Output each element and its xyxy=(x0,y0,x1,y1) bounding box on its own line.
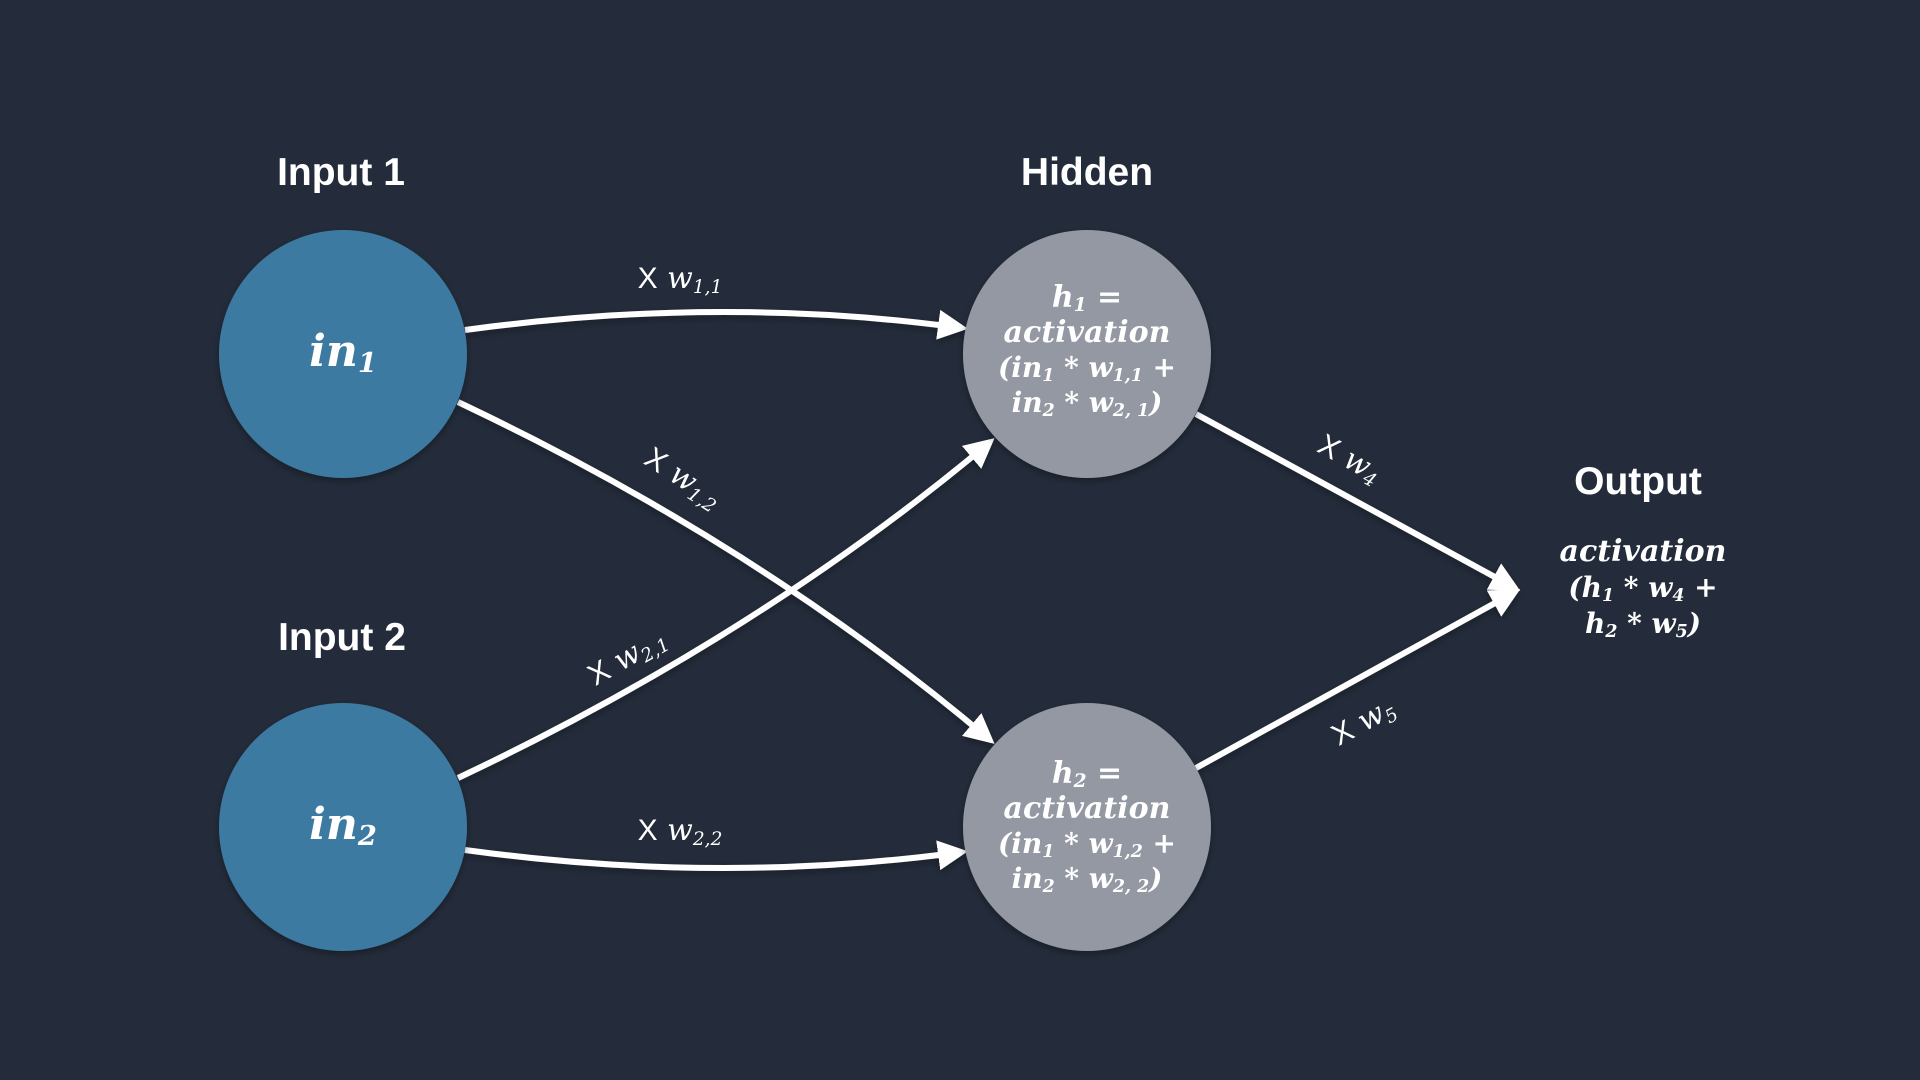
hidden1-node xyxy=(963,230,1211,478)
weight-label-w22: X w2,2 xyxy=(638,813,723,850)
input1-node xyxy=(219,230,467,478)
edges xyxy=(456,308,1521,872)
edge-h2-out xyxy=(1194,589,1521,771)
weight-label-w21: X w2,1 xyxy=(582,620,674,694)
hidden1-label: h1 = activation (in1 * w1,1 + in2 * w2, … xyxy=(998,280,1176,421)
input1-label: in1 xyxy=(309,326,377,379)
weight-label-w11: X w1,1 xyxy=(638,261,723,298)
svg-text:activation: activation xyxy=(1004,791,1171,826)
edge-in1-h2 xyxy=(456,399,995,744)
input1-heading: Input 1 xyxy=(277,151,405,194)
svg-text:activation: activation xyxy=(1560,534,1727,569)
svg-text:(h1 * w4 +: (h1 * w4 + xyxy=(1568,571,1717,606)
svg-text:h2 =: h2 = xyxy=(1052,756,1122,792)
edge-h1-out xyxy=(1194,411,1521,591)
svg-text:(in1 * w1,1 +: (in1 * w1,1 + xyxy=(998,351,1176,386)
input2-heading: Input 2 xyxy=(278,616,406,659)
input2-node xyxy=(219,703,467,951)
hidden2-node xyxy=(963,703,1211,951)
hidden-heading: Hidden xyxy=(1021,151,1153,194)
edge-in2-h2 xyxy=(464,840,968,872)
edge-in1-h1 xyxy=(464,308,968,340)
svg-text:(in1 * w1,2 +: (in1 * w1,2 + xyxy=(998,827,1176,862)
edge-in2-h1 xyxy=(456,438,995,781)
weight-label-w5: X w5 xyxy=(1326,690,1403,755)
svg-text:h1 =: h1 = xyxy=(1052,280,1122,316)
svg-text:activation: activation xyxy=(1004,315,1171,350)
svg-text:h2 * w5): h2 * w5) xyxy=(1585,607,1701,642)
output-label: activation (h1 * w4 + h2 * w5) xyxy=(1560,534,1727,642)
svg-text:in2 * w2, 2): in2 * w2, 2) xyxy=(1012,862,1163,897)
hidden2-label: h2 = activation (in1 * w1,2 + in2 * w2, … xyxy=(998,756,1176,897)
output-heading: Output xyxy=(1574,460,1702,503)
input2-label: in2 xyxy=(309,799,377,852)
svg-text:in2 * w2, 1): in2 * w2, 1) xyxy=(1012,386,1163,421)
